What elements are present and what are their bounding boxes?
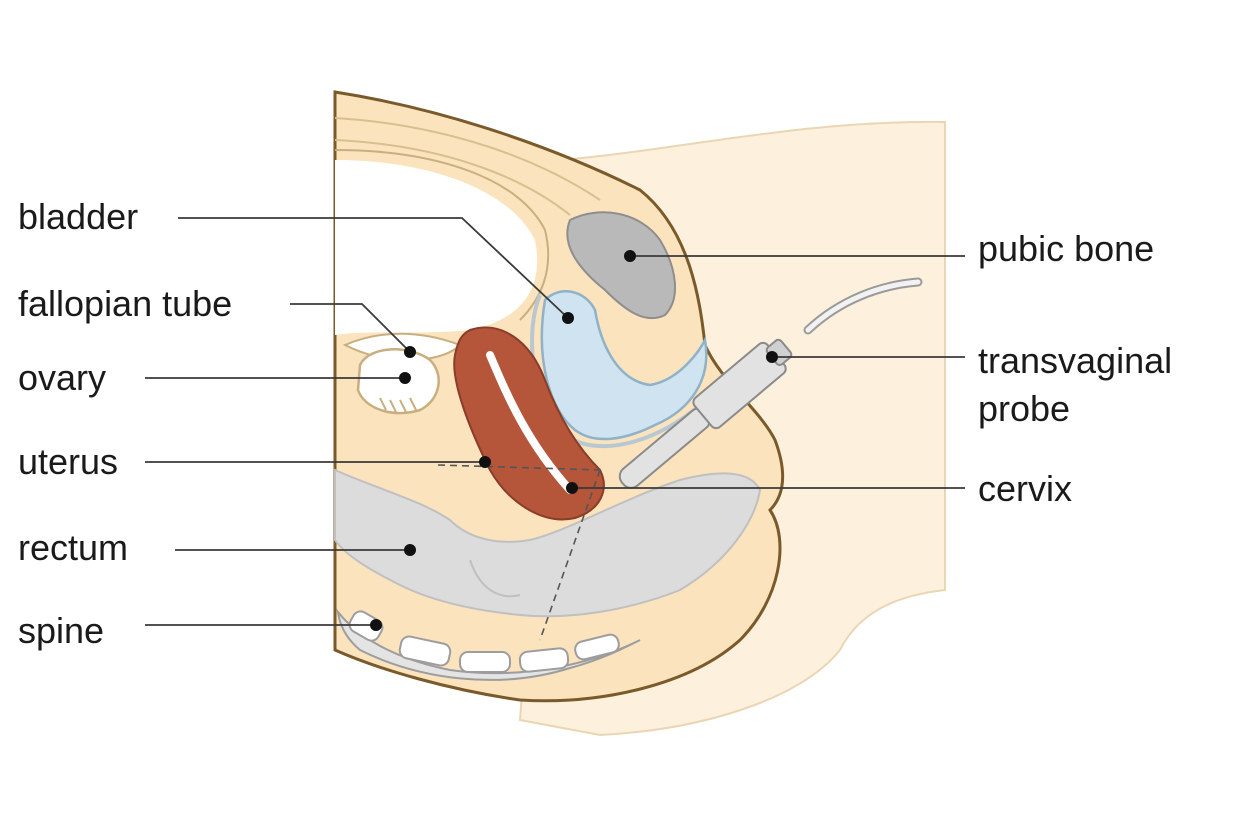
ovary-shape [356, 348, 440, 415]
spine-shape [336, 608, 641, 681]
label-pubic-bone: pubic bone [978, 228, 1155, 269]
label-rectum: rectum [18, 527, 129, 568]
uterus-shape [453, 326, 605, 521]
probe-shape [618, 338, 793, 489]
label-cervix: cervix [978, 468, 1073, 509]
label-ovary: ovary [18, 357, 107, 398]
rectum-shape [334, 468, 762, 618]
leader-lines [145, 217, 965, 626]
fimbriae [379, 397, 417, 413]
rectum-fold [469, 559, 521, 598]
label-bladder: bladder [18, 196, 139, 237]
label-spine: spine [18, 610, 105, 651]
probe-cable-inner [805, 279, 921, 333]
label-transvaginal-probe-line2: probe [978, 388, 1071, 429]
vertebrae [348, 610, 620, 673]
label-transvaginal-probe-line1: transvaginal [978, 340, 1173, 381]
pubic-bone-shape [566, 211, 676, 320]
ultrasound-beam [437, 464, 601, 641]
peritoneum-line [334, 149, 550, 321]
label-uterus: uterus [18, 441, 119, 482]
abdominal-wall-line [334, 117, 601, 201]
label-dots [370, 250, 778, 631]
label-fallopian-tube: fallopian tube [18, 283, 233, 324]
bladder-shape [540, 290, 708, 441]
uterine-cavity [486, 351, 574, 494]
abdominal-wall-line [334, 139, 571, 216]
abdominal-cavity [335, 160, 538, 335]
